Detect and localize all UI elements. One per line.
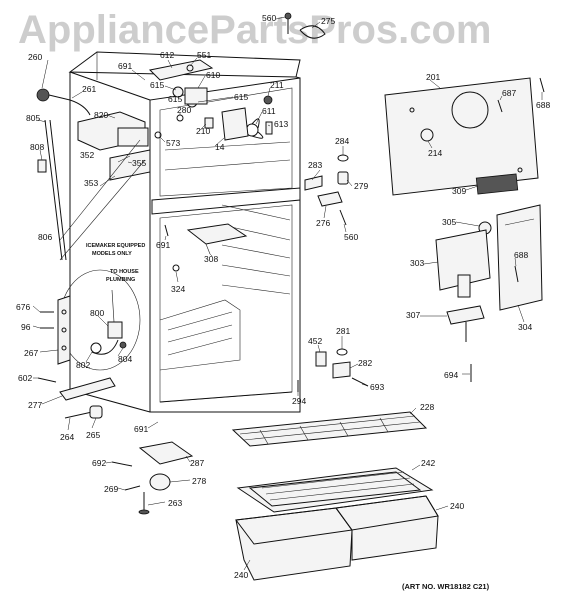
- callout: 694: [444, 370, 458, 380]
- plumbing-note: TO HOUSE PLUMBING: [106, 269, 139, 283]
- callout: 276: [316, 218, 330, 228]
- callout: 263: [168, 498, 182, 508]
- callout: 280: [177, 105, 191, 115]
- callout: 687: [502, 88, 516, 98]
- callout: 210: [196, 126, 210, 136]
- plumbing-note-line: TO HOUSE: [110, 269, 139, 275]
- callout: 693: [370, 382, 384, 392]
- callout: 307: [406, 310, 420, 320]
- leader-lines: [32, 16, 543, 571]
- callout: 264: [60, 432, 74, 442]
- icemaker-note-line: ICEMAKER EQUIPPED: [86, 243, 145, 249]
- plumbing-note-line: PLUMBING: [106, 277, 135, 283]
- callout: 806: [38, 232, 52, 242]
- callout: 283: [308, 160, 322, 170]
- inner-parts: [164, 223, 248, 272]
- callout: 269: [104, 484, 118, 494]
- callout: 228: [420, 402, 434, 412]
- shelves-and-drawers: [231, 411, 439, 581]
- callout: 613: [274, 119, 288, 129]
- callout: 282: [358, 358, 372, 368]
- lower-hinge-parts: [297, 348, 472, 392]
- callout: 309: [452, 186, 466, 196]
- callout: 691: [134, 424, 148, 434]
- callout: 242: [421, 458, 435, 468]
- callout: 688: [536, 100, 550, 110]
- callout: 265: [86, 430, 100, 440]
- icemaker-note: ICEMAKER EQUIPPED MODELS ONLY: [86, 243, 145, 257]
- callout: 305: [442, 217, 456, 227]
- callout: 214: [428, 148, 442, 158]
- callout: 692: [92, 458, 106, 468]
- callout: 615: [234, 92, 248, 102]
- callout: 612: [160, 50, 174, 60]
- callout: 452: [308, 336, 322, 346]
- callout: 676: [16, 302, 30, 312]
- callout: 610: [206, 70, 220, 80]
- hinge-parts: [304, 154, 349, 226]
- callout: 281: [336, 326, 350, 336]
- callout: 261: [82, 84, 96, 94]
- callout: 804: [118, 354, 132, 364]
- callout: 573: [166, 138, 180, 148]
- callout: 560: [262, 13, 276, 23]
- callout: 808: [30, 142, 44, 152]
- callout: 353: [84, 178, 98, 188]
- callout-labels: 560 275 612 551 691 610 615 615 211 260 …: [16, 13, 550, 580]
- callout: 602: [18, 373, 32, 383]
- callout: 324: [171, 284, 185, 294]
- callout: 211: [270, 80, 284, 90]
- callout: 240: [234, 570, 248, 580]
- callout: 96: [21, 322, 31, 332]
- callout: 284: [335, 136, 349, 146]
- panel-parts: [384, 77, 545, 342]
- callout: 303: [410, 258, 424, 268]
- callout: 615: [150, 80, 164, 90]
- callout: 560: [344, 232, 358, 242]
- callout: 308: [204, 254, 218, 264]
- callout: 805: [26, 113, 40, 123]
- callout: 287: [190, 458, 204, 468]
- icemaker-note-line: MODELS ONLY: [92, 251, 132, 257]
- callout: 260: [28, 52, 42, 62]
- callout: 240: [450, 501, 464, 511]
- callout: 691: [118, 61, 132, 71]
- callout: 275: [321, 16, 335, 26]
- callout: 615: [168, 94, 182, 104]
- callout: 267: [24, 348, 38, 358]
- callout: 279: [354, 181, 368, 191]
- art-number: (ART NO. WR18182 C21): [402, 582, 490, 591]
- left-parts: [36, 88, 151, 419]
- callout: 14: [215, 142, 225, 152]
- callout: 551: [197, 50, 211, 60]
- callout: 355: [132, 158, 146, 168]
- callout: 691: [156, 240, 170, 250]
- callout: 688: [514, 250, 528, 260]
- callout: 820: [94, 110, 108, 120]
- callout: 294: [292, 396, 306, 406]
- callout: 352: [80, 150, 94, 160]
- callout: 802: [76, 360, 90, 370]
- callout: 304: [518, 322, 532, 332]
- callout: 277: [28, 400, 42, 410]
- callout: 201: [426, 72, 440, 82]
- callout: 611: [262, 106, 276, 116]
- callout: 278: [192, 476, 206, 486]
- top-parts: [148, 12, 326, 141]
- callout: 800: [90, 308, 104, 318]
- bottom-parts: [111, 441, 194, 515]
